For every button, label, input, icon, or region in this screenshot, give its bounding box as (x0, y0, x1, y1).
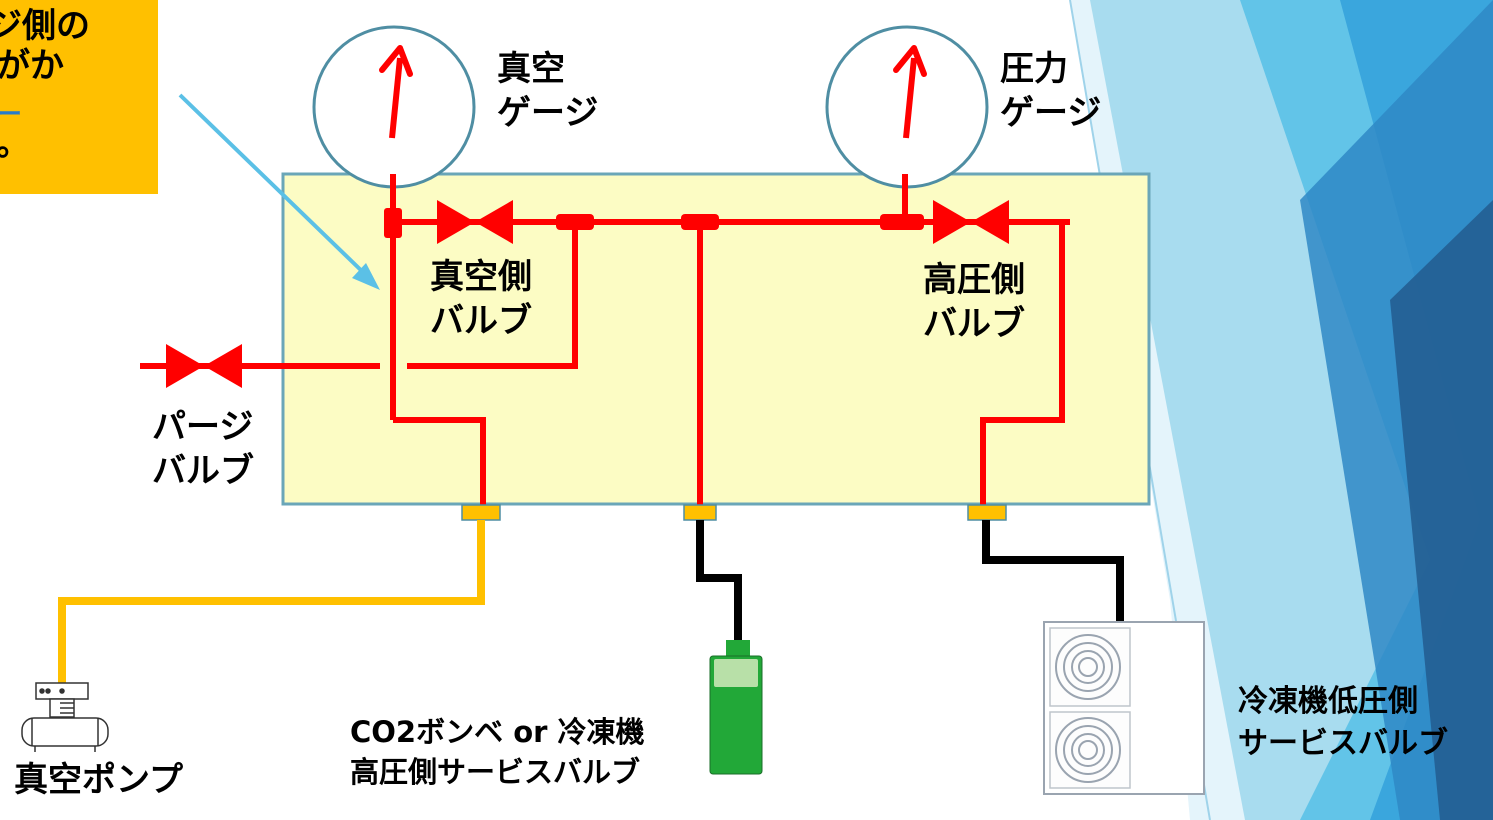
high-side-valve-icon (933, 200, 1009, 244)
vacuum-side-valve-icon (437, 200, 513, 244)
vacuum-pump-icon (21, 682, 109, 752)
vacuum-gauge-label: 真空 ゲージ (497, 49, 599, 133)
callout-line-4: 。 (0, 124, 30, 164)
callout-line-2: がか (0, 46, 64, 86)
yellow-hose (58, 520, 485, 690)
black-hose-refrigerator (982, 520, 1124, 623)
cylinder-label: CO2ボンベ or 冷凍機 高圧側サービスバルブ (350, 715, 645, 789)
high-side-valve-label: 高圧側 バルブ (923, 260, 1025, 344)
vacuum-pump-label: 真空ポンプ (14, 760, 183, 800)
callout-pointer-arrow (178, 93, 380, 290)
background-decoration (1069, 0, 1493, 820)
callout-line-3: ー (0, 100, 23, 130)
gas-cylinder-icon (709, 640, 763, 775)
black-hose-cylinder (696, 520, 742, 660)
pressure-gauge-label: 圧力 ゲージ (1000, 49, 1102, 133)
callout-line-1: ジ側の (0, 6, 90, 46)
callout-note: ジ側の がか ー 。 (0, 0, 158, 194)
pipe-joints (384, 208, 924, 238)
purge-valve-icon (166, 344, 242, 388)
pressure-gauge (825, 25, 989, 189)
vacuum-side-valve-label: 真空側 バルブ (430, 257, 532, 341)
purge-valve-label: パージ バルブ (152, 407, 254, 491)
vacuum-gauge (312, 25, 476, 189)
refrigerator-unit-icon (1043, 621, 1205, 795)
refrigerator-low-side-label: 冷凍機低圧側 サービスバルブ (1238, 684, 1448, 761)
ports (461, 504, 1007, 521)
